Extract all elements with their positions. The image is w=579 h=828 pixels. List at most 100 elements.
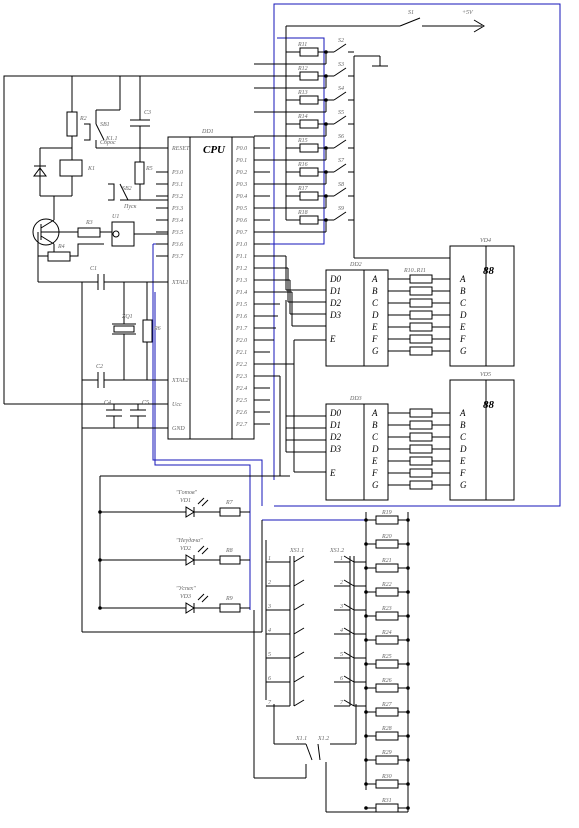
- r6-label: R6: [153, 326, 161, 332]
- c5-label: C5: [142, 400, 149, 406]
- decoder-input-label: D1: [329, 420, 341, 430]
- led-caption: "Готов": [176, 490, 198, 496]
- led-ref: VD1: [180, 498, 191, 504]
- decoder-output-label: D: [371, 444, 379, 454]
- cpu-right-pin-label: P1.5: [235, 302, 247, 308]
- start-button-caption: Пуск: [123, 204, 137, 210]
- switch-resistor: [299, 47, 319, 57]
- decoder-output-label: F: [371, 468, 378, 478]
- junction-dot: [406, 710, 410, 714]
- switch-resistor-label: R17: [297, 186, 309, 192]
- led-ref: VD2: [180, 546, 191, 552]
- bottom-resistor: [375, 683, 399, 693]
- cpu-right-pin-label: P1.7: [235, 326, 248, 332]
- led-resistor-ref: R9: [225, 596, 233, 602]
- wire: [343, 579, 355, 587]
- resistor-array-label: R10..R11: [403, 268, 426, 274]
- cpu-left-pin-label: P3.2: [171, 194, 183, 200]
- switch-label: S4: [338, 85, 344, 92]
- cpu-right-pin-label: P1.0: [235, 242, 247, 248]
- switch-resistor: [299, 71, 319, 81]
- display-body: [449, 379, 515, 501]
- wire: [201, 595, 209, 603]
- cpu-right-pin-label: P0.4: [235, 193, 247, 200]
- r2-label: R2: [79, 116, 87, 122]
- bottom-resistor-label: R24: [381, 629, 392, 636]
- wire: [333, 115, 347, 125]
- sb2-label: SB2: [122, 186, 132, 192]
- display-ref: VD4: [480, 237, 491, 244]
- wire: [305, 743, 313, 761]
- relay-label: K1: [87, 166, 95, 172]
- cpu-right-pin-label: P2.7: [235, 422, 248, 428]
- cpu-right-pin-label: P0.3: [235, 182, 247, 188]
- connector-pin-number: 5: [340, 652, 343, 658]
- led-resistor: [219, 507, 241, 517]
- connector-pin-number: 2: [268, 580, 271, 586]
- segment-resistor: [409, 298, 433, 308]
- junction-dot: [364, 782, 368, 786]
- bottom-resistor-label: R23: [381, 606, 392, 612]
- c1-label: C1: [90, 266, 97, 272]
- switch-resistor-label: R13: [297, 90, 308, 96]
- segment-resistor: [409, 334, 433, 344]
- connector-pin-number: 7: [268, 700, 272, 706]
- bottom-resistor: [375, 539, 399, 549]
- connector-pin-number: 6: [340, 676, 343, 682]
- cpu-right-pin-label: P2.6: [235, 410, 247, 416]
- cpu-right-pin-label: P2.5: [235, 398, 247, 404]
- segment-resistor: [409, 480, 433, 490]
- bottom-resistor: [375, 587, 399, 597]
- cpu-left-pin-label: RESET: [171, 146, 190, 152]
- junction-dot: [406, 566, 410, 570]
- decoder-enable-label: E: [329, 468, 336, 478]
- cpu-left-pin-label: XTAL2: [171, 378, 189, 384]
- junction-dot: [406, 542, 410, 546]
- junction-dot: [98, 510, 102, 514]
- connector-left-label: XS1.1: [289, 548, 304, 554]
- cpu-left-pin-label: P3.3: [171, 206, 183, 212]
- junction-dot: [364, 806, 368, 810]
- blue-bus-wiring: [152, 3, 561, 610]
- wire: [317, 743, 321, 761]
- cpu-ref: DD1: [201, 129, 214, 135]
- junction-dot: [98, 606, 102, 610]
- connector-pin-number: 5: [268, 652, 271, 658]
- wire: [343, 699, 355, 707]
- cpu-right-pin-label: P1.4: [235, 289, 247, 296]
- display-segment-label: G: [460, 346, 467, 356]
- junction-dot: [98, 558, 102, 562]
- cpu-left-pin-label: Ucc: [172, 402, 182, 408]
- decoder-output-label: G: [372, 346, 379, 356]
- plug-left-label: X1.1: [295, 736, 307, 742]
- segment-resistors-bottom: [388, 408, 450, 490]
- switch-label: S8: [338, 182, 344, 188]
- switch-label: S6: [338, 134, 344, 140]
- switch-resistor: [299, 119, 319, 129]
- wire: [343, 555, 355, 563]
- junction-dot: [406, 686, 410, 690]
- cpu-right-pin-label: P1.3: [235, 278, 247, 284]
- bottom-resistor: [375, 803, 399, 813]
- wire: [343, 603, 355, 611]
- led-diode: [185, 602, 195, 614]
- cpu-left-pin-label: XTAL1: [171, 280, 189, 286]
- cpu-left-pin-label: GND: [172, 426, 185, 432]
- switch-resistor-label: R15: [297, 138, 308, 144]
- junction-dot: [364, 686, 368, 690]
- cpu-left-pin-label: P3.0: [171, 170, 183, 176]
- c4-label: C4: [104, 399, 111, 406]
- wire: [333, 187, 347, 197]
- cpu-right-pin-label: P0.7: [235, 230, 248, 236]
- segment-resistor: [409, 322, 433, 332]
- wire: [293, 627, 305, 635]
- display-segment-label: C: [460, 298, 467, 308]
- bottom-resistor: [375, 563, 399, 573]
- cpu-right-pin-label: P0.1: [235, 158, 247, 164]
- bottom-resistor-label: R22: [381, 582, 392, 588]
- decoder-output-label: E: [371, 322, 378, 332]
